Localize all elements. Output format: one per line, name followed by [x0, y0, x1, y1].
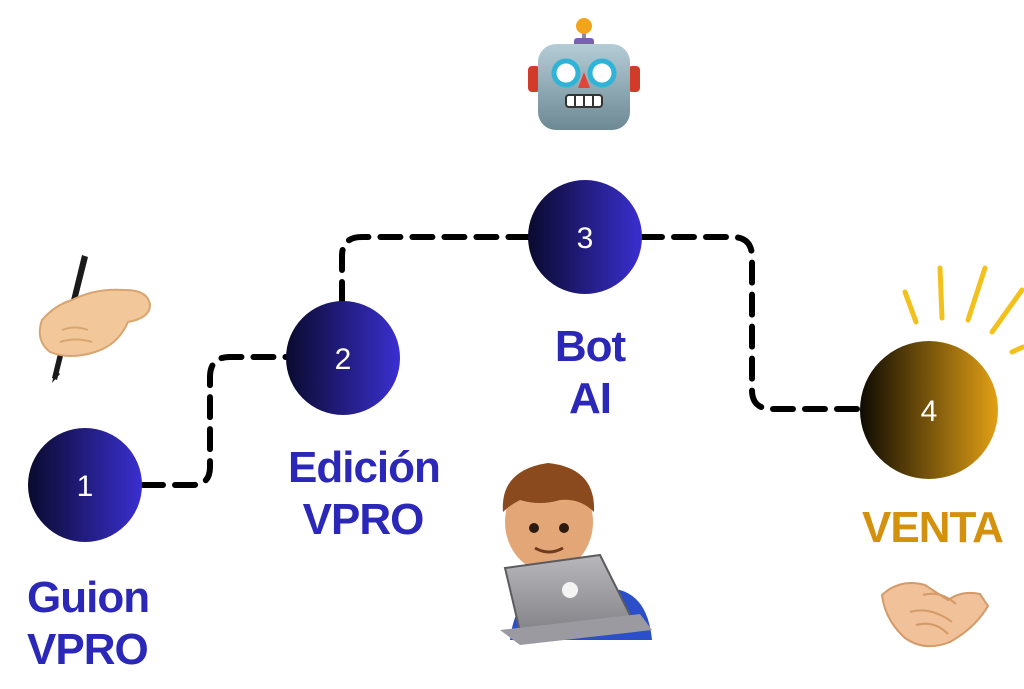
step-label-1-line2: VPRO — [27, 625, 149, 674]
sun-rays-icon — [902, 265, 1024, 355]
step-number-3: 3 — [577, 222, 594, 255]
step-label-4: VENTA — [862, 502, 1004, 554]
step-number-4: 4 — [921, 395, 938, 428]
step-label-1: Guion VPRO — [27, 572, 150, 676]
step-node-1 — [28, 428, 142, 542]
step-label-4-line1: VENTA — [862, 503, 1004, 552]
step-label-3: Bot AI — [530, 321, 650, 425]
dashed-path — [339, 234, 533, 305]
technologist-laptop-icon — [500, 463, 652, 645]
robot-icon — [528, 18, 640, 130]
step-number-1: 1 — [77, 470, 94, 503]
step-number-2: 2 — [335, 343, 352, 376]
step-label-2-line1: Edición — [288, 443, 441, 492]
step-label-1-line1: Guion — [27, 573, 150, 622]
dashed-path — [140, 354, 291, 488]
step-node-4 — [860, 341, 998, 479]
step-label-3-line2: AI — [569, 374, 612, 423]
step-label-2: Edición VPRO — [288, 442, 441, 546]
dashed-path — [639, 234, 865, 412]
step-label-3-line1: Bot — [554, 322, 626, 371]
step-label-2-line2: VPRO — [302, 495, 425, 544]
writing-hand-icon — [38, 255, 152, 383]
step-node-2 — [286, 301, 400, 415]
step-node-3 — [528, 180, 642, 294]
handshake-icon — [880, 582, 990, 648]
